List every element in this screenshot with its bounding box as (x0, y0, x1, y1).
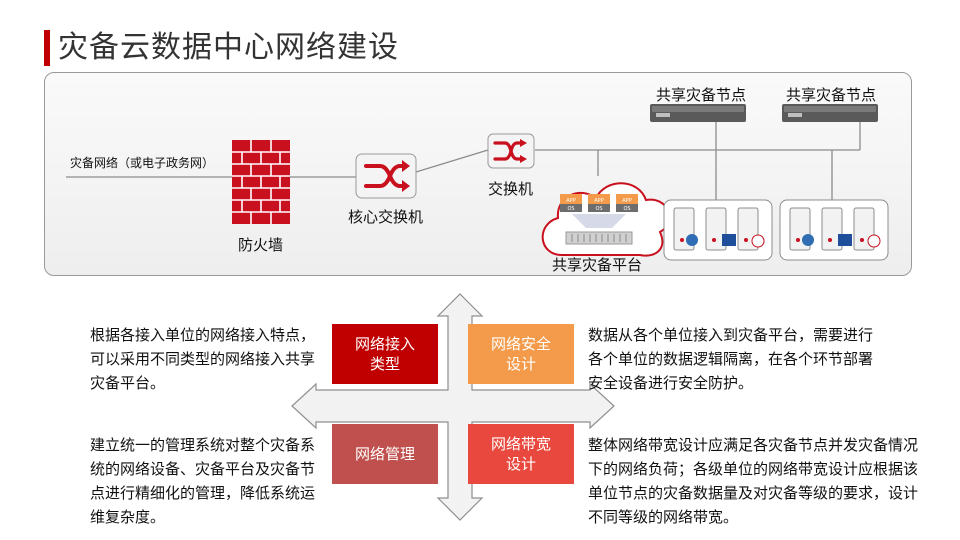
cross-arrow-icon (291, 293, 615, 521)
backup-node-label-2: 共享灾备节点 (786, 86, 877, 104)
app-tag: APP (594, 198, 603, 204)
network-access-description: 根据各接入单位的网络接入特点，可以采用不同类型的网络接入共享灾备平台。 (90, 326, 316, 392)
wan-label: 灾备网络（或电子政务网） (70, 156, 215, 170)
network-access-type-box: 网络接入 类型 (332, 324, 438, 384)
firewall-label: 防火墙 (238, 236, 284, 254)
network-management-description: 建立统一的管理系统对整个灾备系统的网络设备、灾备平台及灾备节点进行精细化的管理，… (90, 436, 316, 526)
backup-platform-icon: APP APP APP OS OS OS (541, 182, 671, 257)
network-management-box: 网络管理 (332, 424, 438, 484)
node-storage-device-2 (782, 104, 878, 122)
server-group-1 (663, 199, 773, 261)
app-tag: APP (622, 198, 631, 204)
firewall-icon (232, 140, 290, 224)
network-security-design-box: 网络安全 设计 (468, 324, 574, 384)
connection-lines (66, 122, 861, 200)
os-tag: OS (595, 206, 602, 212)
switch-icon (487, 133, 535, 169)
backup-node-label-1: 共享灾备节点 (656, 86, 747, 104)
network-bandwidth-design-box: 网络带宽 设计 (468, 424, 574, 484)
title-accent-bar (44, 30, 50, 66)
os-tag: OS (567, 206, 574, 212)
backup-platform-label: 共享灾备平台 (552, 256, 643, 274)
switch-label: 交换机 (488, 180, 534, 198)
network-bandwidth-description: 整体网络带宽设计应满足各灾备节点并发灾备情况下的网络负荷；各级单位的网络带宽设计… (588, 436, 919, 526)
os-tag: OS (623, 206, 630, 212)
node-storage-device-1 (650, 104, 746, 122)
network-security-description: 数据从各个单位接入到灾备平台，需要进行各个单位的数据逻辑隔离，在各个环节部署安全… (588, 326, 874, 392)
page-title: 灾备云数据中心网络建设 (58, 30, 399, 65)
vm-stack-icons: APP APP APP OS OS OS (560, 194, 638, 212)
core-switch-icon (355, 153, 417, 199)
core-switch-label: 核心交换机 (348, 208, 424, 226)
app-tag: APP (566, 198, 575, 204)
server-group-2 (779, 199, 889, 261)
